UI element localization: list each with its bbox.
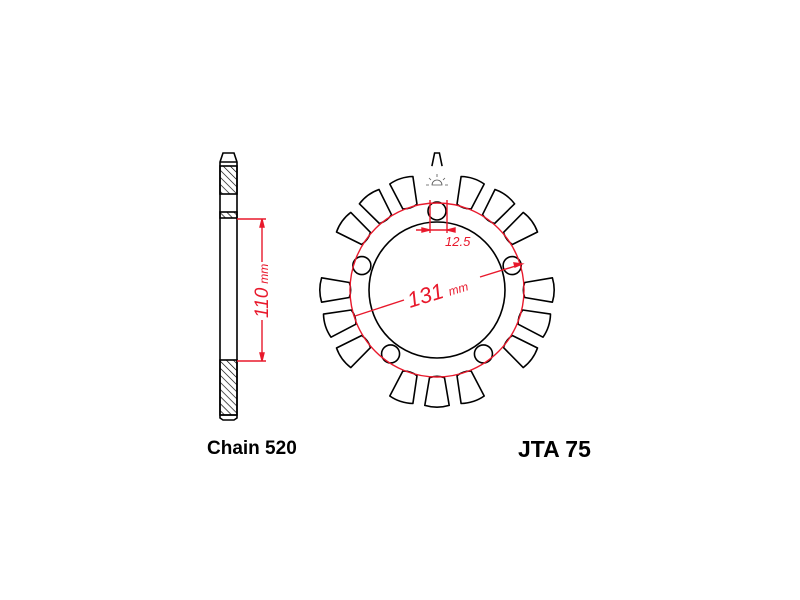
bolt-hole [473, 344, 494, 364]
hole-offset-label: 12.5 [445, 234, 471, 249]
lightening-window [322, 309, 357, 338]
lightening-window [424, 375, 450, 408]
model-label: JTA 75 [518, 436, 591, 462]
lightening-window [456, 175, 485, 210]
side-dimension [237, 218, 266, 362]
lightening-window [517, 309, 552, 338]
center-bore [368, 221, 506, 359]
lightening-window [522, 277, 555, 303]
hatch-top [219, 165, 238, 195]
side-profile [219, 152, 238, 421]
bolt-circle [349, 202, 525, 378]
front-dimensions [349, 200, 525, 378]
side-dimension-label: 110mm [252, 264, 273, 318]
lightening-window [456, 370, 485, 405]
lightening-window [389, 370, 418, 405]
lightening-window [389, 175, 418, 210]
bolt-hole [427, 201, 447, 221]
bolt-circle-label: 131mm [404, 271, 470, 313]
bolt-hole [380, 344, 401, 364]
hatch-hub-top [219, 211, 238, 219]
chain-label: Chain 520 [207, 438, 297, 459]
hatch-bottom [219, 359, 238, 416]
sprocket-teeth-outline [431, 152, 443, 167]
lightening-window [319, 277, 352, 303]
sun-logo-icon [426, 174, 448, 186]
